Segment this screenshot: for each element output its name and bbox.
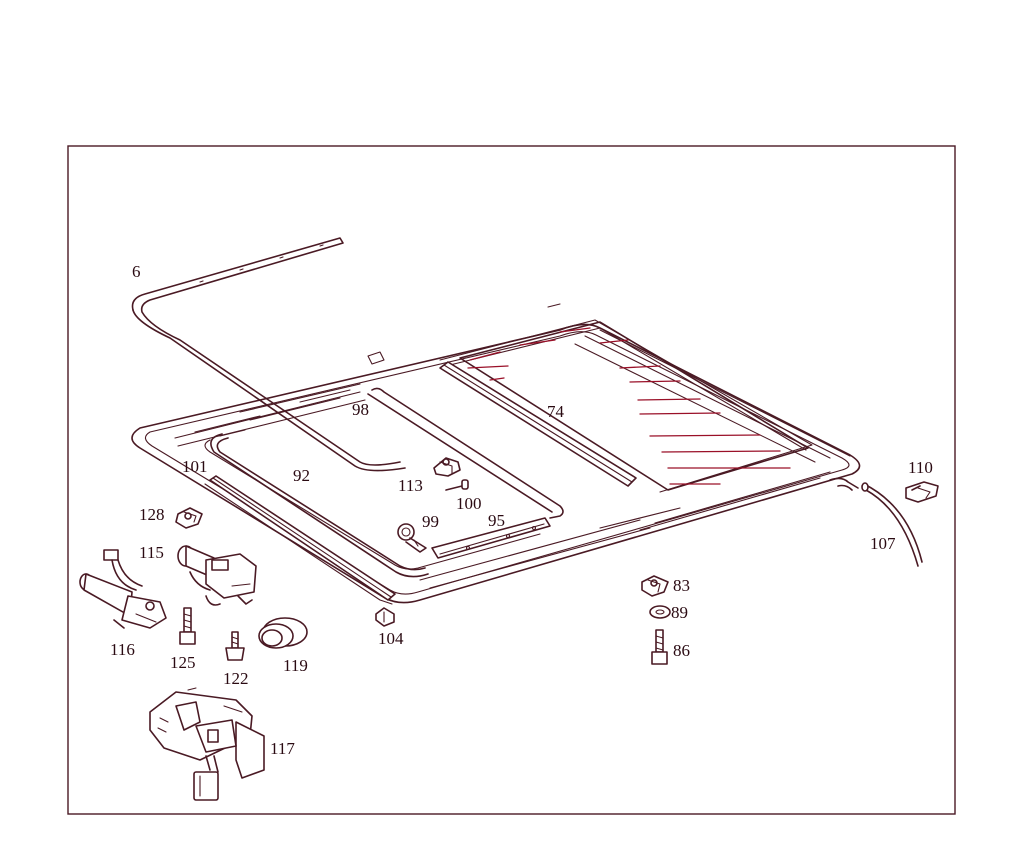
label-98: 98 [352,400,369,419]
bracket-rail-95 [431,517,551,559]
grommet-119 [258,617,308,649]
label-110: 110 [908,458,933,477]
seal-strip-74 [439,361,637,487]
cable-rail-92 [210,433,429,578]
clip-128 [175,507,203,529]
label-116: 116 [110,640,135,659]
block-104 [375,607,395,627]
seal-strip-101 [204,475,396,605]
label-104: 104 [378,629,404,648]
label-83: 83 [673,576,690,595]
seal-6 [131,237,406,472]
bolt-86 [651,629,668,665]
motor-switch-115 [177,545,257,606]
label-119: 119 [283,656,308,675]
motor-116 [79,549,167,629]
label-86: 86 [673,641,690,660]
pin-100 [445,479,469,491]
label-107: 107 [870,534,896,553]
bolt-125 [179,607,196,645]
drain-hose-107 [861,482,923,567]
glass-panel [459,321,809,491]
label-101: 101 [182,457,208,476]
clip-110 [905,481,939,503]
callout-labels: 6 98 74 101 92 113 100 99 95 110 107 128… [110,262,933,758]
label-125: 125 [170,653,196,672]
stud-122 [225,631,245,661]
label-89: 89 [671,603,688,622]
label-115: 115 [139,543,164,562]
label-117: 117 [270,739,295,758]
label-122: 122 [223,669,249,688]
label-74: 74 [547,402,565,421]
screw-99 [397,523,427,553]
washer-89 [649,605,671,619]
label-92: 92 [293,466,310,485]
label-95: 95 [488,511,505,530]
clip-113 [433,457,461,477]
control-unit-117 [149,687,265,801]
label-113: 113 [398,476,423,495]
label-99: 99 [422,512,439,531]
guide-rail-98 [367,387,564,519]
label-6: 6 [132,262,141,281]
nut-83 [641,575,669,597]
diagram-border [67,145,956,815]
label-100: 100 [456,494,482,513]
label-128: 128 [139,505,165,524]
